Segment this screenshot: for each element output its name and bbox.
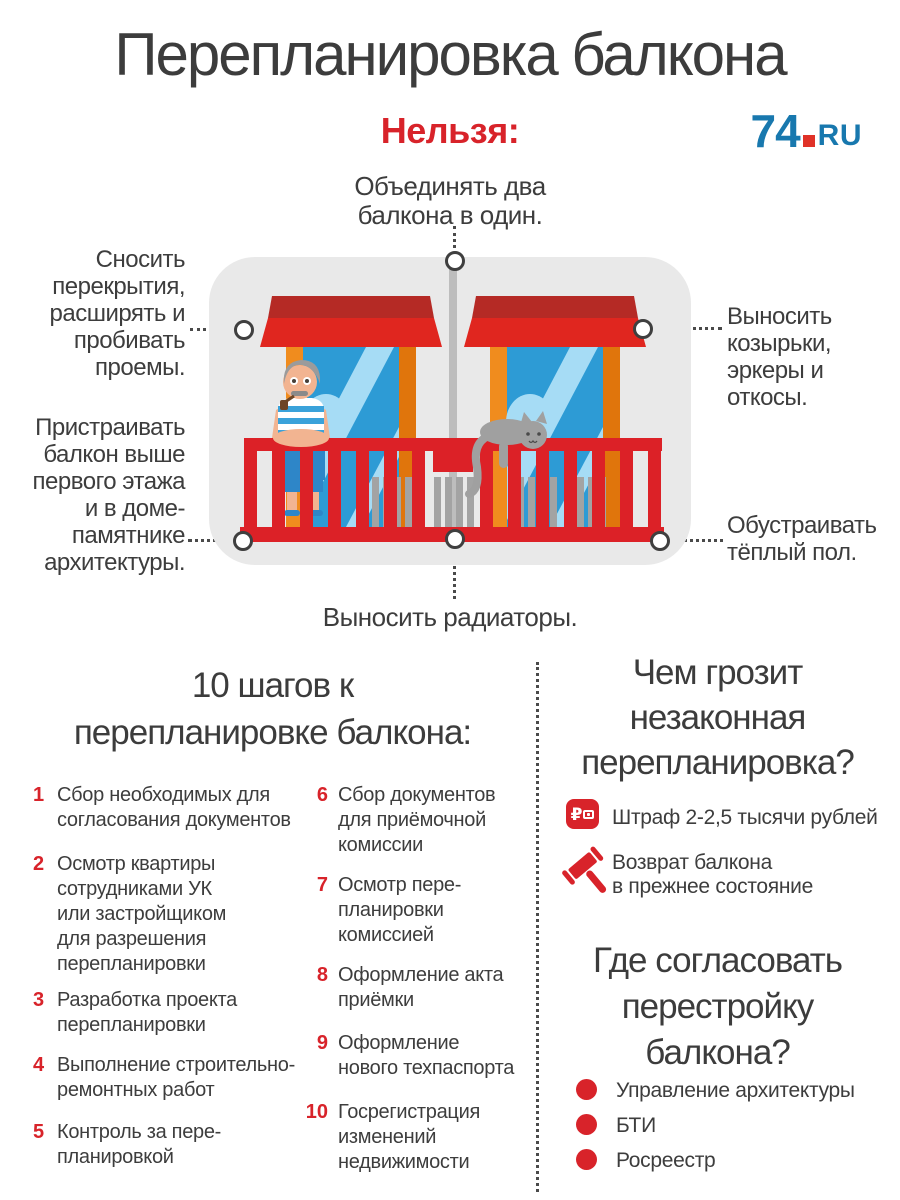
- approval-heading: Где согласовать перестройку балкона?: [593, 941, 843, 1072]
- callout-marker-bottom: [445, 529, 465, 549]
- logo-dot-icon: [802, 135, 815, 147]
- forbidden-subtitle: Нельзя:: [380, 110, 520, 151]
- step-text: Сбор документов для приёмочной комиссии: [338, 784, 496, 856]
- step-number: 8: [316, 964, 328, 986]
- callout-marker-top: [445, 251, 465, 271]
- section-divider: [536, 662, 539, 1192]
- step-text: Госрегистрация изменений недвижимости: [338, 1101, 480, 1173]
- 74ru-logo: 74 RU: [750, 105, 862, 157]
- awning-left-top: [268, 296, 434, 318]
- ruble-glyph: ₽: [570, 804, 583, 824]
- page-title: Перепланировка балкона: [114, 21, 787, 88]
- step-item-5: 5 Контроль за пере- планировкой: [33, 1120, 221, 1170]
- step-number: 1: [33, 784, 45, 806]
- penalty-restore-text: Возврат балкона в прежнее состояние: [612, 851, 813, 898]
- leader-bottom: [453, 553, 456, 599]
- approval-item-bti: БТИ: [616, 1114, 656, 1137]
- gavel-icon: [556, 846, 608, 907]
- callout-demolish-floors: Сносить перекрытия, расширять и пробиват…: [49, 246, 186, 381]
- approval-item-rosreestr: Росреестр: [616, 1149, 716, 1172]
- bullet-circle-icon: [576, 1149, 597, 1170]
- step-item-4: 4 Выполнение строительно- ремонтных рабо…: [33, 1053, 295, 1103]
- callout-move-radiators: Выносить радиаторы.: [322, 602, 578, 632]
- cat-tail: [465, 432, 492, 498]
- step-item-2: 2 Осмотр квартиры сотрудниками УК или за…: [33, 852, 226, 977]
- step-number: 9: [316, 1032, 328, 1054]
- cat-paw: [499, 442, 508, 468]
- step-text: Контроль за пере- планировкой: [57, 1121, 222, 1168]
- leader-left-lower: [188, 539, 230, 542]
- cat-figure: [465, 411, 547, 498]
- leader-right-lower: [673, 539, 723, 542]
- step-item-7: 7 Осмотр пере- планировки комиссией: [302, 873, 462, 948]
- approval-item-architecture: Управление архитектуры: [616, 1079, 855, 1102]
- logo-74-text: 74: [750, 105, 800, 157]
- callout-marker-left-upper: [234, 320, 254, 340]
- penalties-heading: Чем грозит незаконная перепланировка?: [581, 653, 855, 782]
- banknote-icon: [583, 809, 595, 819]
- awning-right-top: [472, 296, 638, 318]
- man-arms: [273, 429, 329, 447]
- callout-merge-balconies: Объединять два балкона в один.: [354, 171, 546, 230]
- man-hair: [283, 360, 320, 384]
- step-item-1: 1 Сбор необходимых для согласования доку…: [33, 783, 291, 833]
- step-text: Разработка проекта перепланировки: [57, 989, 237, 1036]
- steps-heading: 10 шагов к перепланировке балкона:: [73, 666, 472, 752]
- step-number: 4: [33, 1054, 45, 1076]
- divider-wall: [449, 257, 457, 540]
- balcony-illustration: [206, 252, 698, 572]
- step-text: Выполнение строительно- ремонтных работ: [57, 1054, 295, 1101]
- leader-top: [453, 226, 456, 248]
- logo-ru-text: RU: [817, 119, 862, 152]
- ruble-badge-icon: ₽: [566, 799, 599, 829]
- step-text: Осмотр квартиры сотрудниками УК или заст…: [57, 853, 227, 975]
- man-mustache: [291, 391, 308, 396]
- step-text: Сбор необходимых для согласования докуме…: [57, 784, 291, 831]
- bullet-circle-icon: [576, 1114, 597, 1135]
- step-number: 3: [33, 989, 45, 1011]
- step-number: 10: [305, 1101, 328, 1123]
- callout-marker-right-upper: [633, 319, 653, 339]
- callout-heated-floor: Обустраивать тёплый пол.: [727, 512, 877, 566]
- callout-remove-canopies: Выносить козырьки, эркеры и откосы.: [727, 303, 832, 411]
- railing: [240, 438, 664, 542]
- step-number: 5: [33, 1121, 45, 1143]
- awning-right: [464, 318, 646, 347]
- step-item-6: 6 Сбор документов для приёмочной комисси…: [302, 783, 496, 858]
- step-text: Осмотр пере- планировки комиссией: [338, 874, 462, 946]
- step-item-3: 3 Разработка проекта перепланировки: [33, 988, 237, 1038]
- step-item-10: 10 Госрегистрация изменений недвижимости: [302, 1100, 481, 1175]
- awning-left: [260, 318, 442, 347]
- step-number: 6: [316, 784, 328, 806]
- step-number: 2: [33, 853, 45, 875]
- callout-marker-right-lower: [650, 531, 670, 551]
- bullet-circle-icon: [576, 1079, 597, 1100]
- penalty-fine-text: Штраф 2-2,5 тысячи рублей: [612, 806, 878, 829]
- step-text: Оформление акта приёмки: [338, 964, 504, 1011]
- callout-attach-balcony: Пристраивать балкон выше первого этажа и…: [32, 414, 186, 576]
- callout-marker-left-lower: [233, 531, 253, 551]
- step-item-8: 8 Оформление акта приёмки: [302, 963, 504, 1013]
- step-number: 7: [316, 874, 328, 896]
- step-text: Оформление нового техпаспорта: [338, 1032, 515, 1079]
- step-item-9: 9 Оформление нового техпаспорта: [302, 1031, 515, 1081]
